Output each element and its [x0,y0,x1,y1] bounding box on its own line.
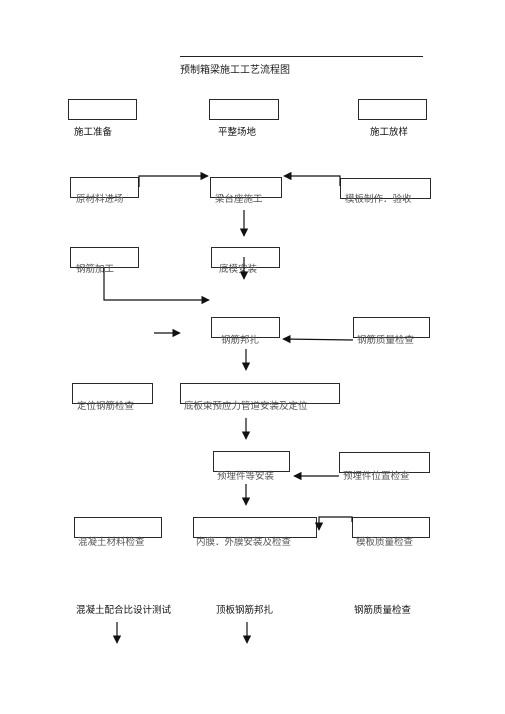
box-diban-guandao [180,383,340,404]
box-dimo-anzhuang [211,247,280,268]
label-yumaijian-anzhuang: 预埋件等安装 [217,471,275,482]
label-yumaijian-weizhi-jiancha: 预埋件位置检查 [343,471,410,482]
arrow-yuancailiao-to-liangtaizuo [138,171,209,187]
label-shigong-zhunbei: 施工准备 [74,127,113,138]
box-gangjin-zhiliang-jiancha [353,317,430,338]
box-dingwei-gangjin-jiancha [72,383,153,404]
box-liangtaizuo-shigong [210,177,282,198]
box-yuancailiao-jinchang [70,177,139,198]
label-hunningtu-peihebi: 混凝土配合比设计测试 [76,605,172,616]
label-neimo-waimo: 内膜．外膜安装及检查 [196,537,292,548]
arrow-gangjin-jiagong-route [103,268,210,305]
label-gangjin-zhiliang-jiancha-2: 钢筋质量检查 [354,605,412,616]
label-muban-zhiliang-jiancha: 模板质量检查 [356,537,414,548]
label-dimo-anzhuang: 底模安装 [219,264,258,275]
box-yumaijian-anzhuang [213,451,290,472]
box-yumaijian-weizhi-jiancha [339,452,430,473]
label-diban-guandao: 底板束预应力管道安装及定位 [184,401,308,412]
box-gangjin-bangzha [211,317,280,338]
label-muban-zhizuo: 模板制作．验收 [345,194,412,205]
label-dingwei-gangjin-jiancha: 定位钢筋检查 [77,401,135,412]
arrow-zhiliang-to-bangzha [282,334,354,344]
title-rule [180,56,423,57]
box-shigong-fangyang [358,99,427,120]
box-gangjin-jiagong [70,247,139,268]
box-shigong-zhunbei [68,99,137,120]
box-pingzheng-changdi [209,99,279,120]
label-yuancailiao-jinchang: 原材料进场 [76,194,124,205]
label-shigong-fangyang: 施工放样 [370,127,409,138]
page-title: 预制箱梁施工工艺流程图 [180,65,290,76]
arrow-muban-jiancha-to-neimo [314,516,353,531]
box-muban-zhizuo [340,178,431,199]
label-dingban-gangjin-bangzha: 顶板钢筋邦扎 [216,605,274,616]
arrow-muban-to-liangtaizuo [283,171,341,186]
label-liangtaizuo-shigong: 梁台座施工 [215,194,263,205]
label-gangjin-jiagong: 钢筋加工 [76,264,115,275]
label-gangjin-zhiliang-jiancha: 钢筋质量检查 [357,335,415,346]
label-pingzheng-changdi: 平整场地 [218,127,257,138]
label-hunningtu-cailiao-jiancha: 混凝土材料检查 [78,537,145,548]
label-gangjin-bangzha: 钢筋邦扎 [221,335,260,346]
box-hunningtu-cailiao-jiancha [74,517,162,538]
box-muban-zhiliang-jiancha [352,517,430,538]
